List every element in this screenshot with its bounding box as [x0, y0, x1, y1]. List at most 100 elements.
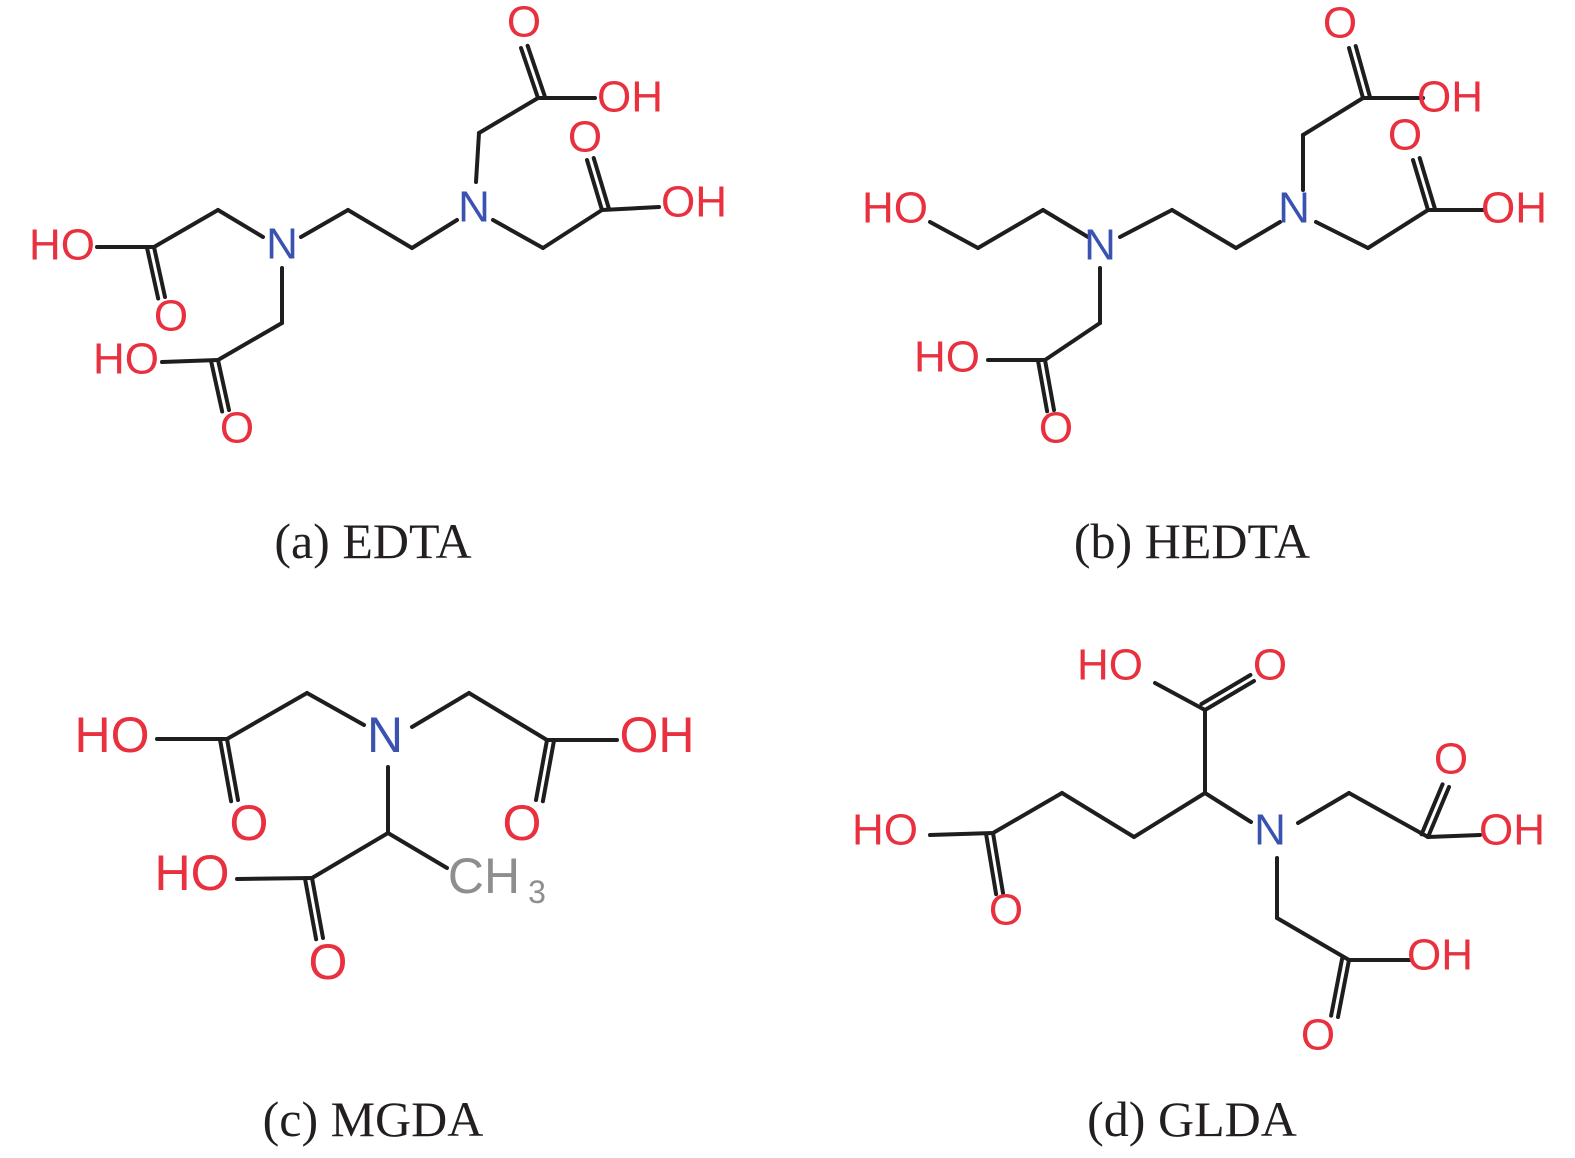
bond	[1043, 321, 1102, 362]
caption-glda: (d) GLDA	[1087, 1091, 1297, 1147]
atom-hydroxyl: OH	[597, 73, 663, 122]
mgda-structure: HO O N OH O HO O CH 3	[75, 707, 695, 990]
atom-oxygen: O	[1301, 1011, 1335, 1060]
bond	[1043, 358, 1056, 412]
bonds	[95, 43, 1487, 1019]
bond	[534, 738, 549, 802]
bond	[410, 691, 471, 729]
atom-nitrogen: N	[266, 220, 298, 269]
bond	[216, 358, 231, 412]
bond	[235, 876, 314, 881]
bond	[303, 877, 319, 942]
bond	[1353, 44, 1372, 99]
atom-nitrogen: N	[1278, 184, 1310, 233]
bond	[346, 208, 414, 250]
atom-oxygen: O	[568, 113, 602, 162]
bond	[1336, 958, 1351, 1019]
bond	[1347, 791, 1430, 839]
bond	[467, 691, 549, 742]
bond	[152, 208, 220, 249]
bond	[1199, 672, 1253, 706]
bond	[1203, 679, 1256, 712]
atom-oxygen: O	[154, 292, 188, 341]
bond	[152, 245, 167, 299]
atom-hydroxyl: OH	[1479, 806, 1545, 855]
bond	[225, 691, 309, 741]
bond	[1426, 785, 1451, 839]
bond	[1203, 791, 1253, 824]
bond	[1036, 359, 1050, 414]
bond	[1234, 220, 1282, 250]
bond	[386, 831, 449, 870]
bond	[1417, 155, 1437, 210]
bond	[1347, 46, 1365, 100]
atom-oxygen: O	[507, 0, 541, 47]
atom-hydroxyl: OH	[1481, 184, 1547, 233]
atom-oxygen: O	[1434, 735, 1468, 784]
bond	[984, 832, 999, 897]
hedta-structure: HO N N O OH O OH HO O	[862, 0, 1547, 453]
atom-hydroxyl: HO	[93, 335, 159, 384]
bond	[1329, 956, 1345, 1018]
caption-edta: (a) EDTA	[274, 513, 471, 569]
bond	[225, 737, 240, 802]
bond	[1118, 208, 1174, 239]
atom-oxygen: O	[503, 795, 542, 851]
bond	[477, 96, 540, 135]
bond	[1041, 208, 1090, 239]
atom-nitrogen: N	[458, 183, 490, 232]
bond	[1170, 208, 1238, 250]
atom-nitrogen: N	[367, 707, 403, 763]
bond	[1419, 782, 1445, 837]
atom-oxygen: O	[1039, 404, 1073, 453]
atom-hydroxyl: OH	[620, 707, 695, 763]
edta-structure: HO O N N O OH O OH HO O	[29, 0, 727, 453]
bond	[474, 131, 481, 184]
atom-oxygen: O	[309, 934, 348, 990]
bond	[541, 208, 604, 250]
bond	[1314, 220, 1370, 250]
bond	[991, 831, 1005, 895]
atom-hydroxyl: HO	[29, 221, 95, 270]
bond	[299, 208, 350, 239]
atom-hydroxyl: OH	[1407, 931, 1473, 980]
bond	[525, 43, 547, 98]
atom-oxygen: O	[989, 886, 1023, 935]
bond	[491, 218, 545, 250]
bond	[1426, 833, 1482, 839]
bond	[1132, 791, 1207, 839]
bond	[216, 208, 265, 239]
atom-oxygen: O	[220, 404, 254, 453]
bond	[410, 218, 459, 250]
caption-hedta: (b) HEDTA	[1074, 513, 1310, 569]
bond	[976, 208, 1045, 250]
bond	[600, 205, 661, 212]
bond	[1296, 791, 1351, 825]
atom-hydroxyl: HO	[155, 845, 230, 901]
atom-oxygen: O	[1253, 641, 1287, 690]
atom-hydroxyl: HO	[862, 184, 928, 233]
bond	[928, 831, 995, 837]
bond	[209, 359, 225, 414]
atom-nitrogen: N	[1254, 806, 1286, 855]
atom-hydroxyl: HO	[1077, 641, 1143, 690]
bond	[310, 831, 390, 880]
atom-oxygen: O	[230, 795, 269, 851]
bond	[1411, 158, 1430, 212]
atom-nitrogen: N	[1084, 221, 1116, 270]
atom-methyl: CH	[448, 848, 520, 904]
atom-methyl-subscript: 3	[528, 874, 546, 910]
atom-oxygen: O	[1323, 0, 1357, 48]
bond	[519, 46, 540, 100]
caption-mgda: (c) MGDA	[263, 1091, 484, 1147]
glda-structure: HO O N HO O O OH OH O	[852, 641, 1545, 1060]
atom-hydroxyl: OH	[661, 178, 727, 227]
bond	[160, 358, 220, 364]
bond	[1366, 208, 1430, 250]
bond	[540, 739, 556, 804]
bond	[991, 791, 1064, 835]
bond	[1060, 791, 1136, 839]
bond	[218, 738, 234, 804]
bond	[1301, 96, 1365, 137]
